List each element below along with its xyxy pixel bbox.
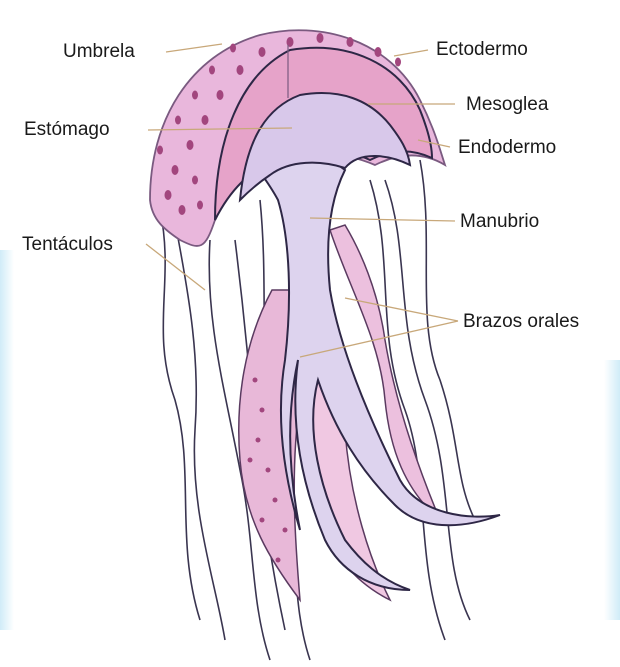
leader-manubrio <box>310 218 455 221</box>
tentacle-1 <box>160 210 200 620</box>
leader-ectodermo <box>394 50 428 56</box>
label-estomago: Estómago <box>24 120 110 139</box>
leader-tentaculos <box>146 244 205 290</box>
label-tentaculos: Tentáculos <box>22 235 113 254</box>
label-mesoglea: Mesoglea <box>466 95 548 114</box>
tentacle-5 <box>370 180 445 640</box>
label-endodermo: Endodermo <box>458 138 556 157</box>
label-umbrela: Umbrela <box>63 42 135 61</box>
tentacle-2 <box>175 222 225 640</box>
leader-umbrela <box>166 44 222 52</box>
label-brazos-orales: Brazos orales <box>463 312 579 331</box>
label-ectodermo: Ectodermo <box>436 40 528 59</box>
label-manubrio: Manubrio <box>460 212 539 231</box>
